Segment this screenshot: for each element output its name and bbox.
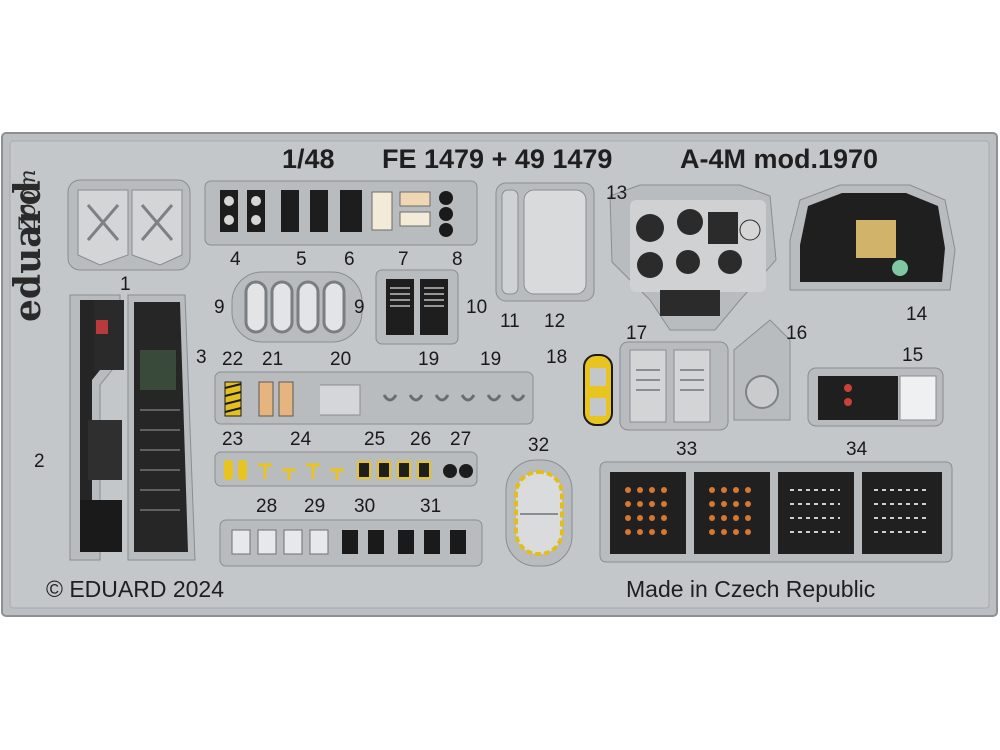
part-13-instrument-panel — [609, 184, 777, 331]
part-10-placards — [375, 269, 459, 345]
part-16-bracket — [733, 319, 791, 421]
part-number-4: 4 — [230, 249, 241, 270]
eduard-logo: eduard — [7, 180, 49, 322]
part-number-11: 11 — [500, 311, 520, 332]
part-number-10: 10 — [466, 297, 488, 318]
part-number-19-right: 19 — [480, 349, 502, 370]
part-number-5: 5 — [296, 249, 307, 270]
origin-text: Made in Czech Republic — [626, 576, 876, 602]
part-number-22: 22 — [222, 349, 244, 370]
part-number-31: 31 — [420, 496, 442, 517]
part-number-8: 8 — [452, 249, 463, 270]
part-number-28: 28 — [256, 496, 278, 517]
part-number-6: 6 — [344, 249, 355, 270]
part-number-34: 34 — [846, 439, 868, 460]
parts-4-8-instrument-strip — [204, 180, 478, 246]
parts-17-18-harness — [583, 341, 729, 431]
scale-label: 1/48 — [282, 144, 335, 174]
part-number-14: 14 — [906, 304, 928, 325]
part-number-17: 17 — [626, 323, 648, 344]
parts-11-12-seat-back — [495, 182, 595, 302]
copyright-text: © EDUARD 2024 — [46, 576, 225, 602]
part-32-ring — [505, 459, 573, 567]
part-number-24: 24 — [290, 429, 312, 450]
part-number-7: 7 — [398, 249, 409, 270]
part-15-small-panel — [807, 367, 944, 427]
part-number-33: 33 — [676, 439, 698, 460]
parts-19-22-strip — [214, 371, 534, 425]
part-number-27: 27 — [450, 429, 472, 450]
parts-33-34-cushions — [599, 461, 953, 563]
part-number-21: 21 — [262, 349, 284, 370]
part-number-20: 20 — [330, 349, 352, 370]
part-14-rear-panel — [789, 184, 956, 291]
part-number-26: 26 — [410, 429, 432, 450]
part-9-rings — [231, 271, 363, 343]
part-number-13: 13 — [606, 183, 628, 204]
part-number-29: 29 — [304, 496, 326, 517]
part-number-9-right: 9 — [354, 297, 365, 318]
part-number-3: 3 — [196, 347, 207, 368]
product-title: A-4M mod.1970 — [680, 144, 879, 174]
part-number-15: 15 — [902, 345, 924, 366]
part-2-3-side-consoles — [69, 294, 196, 561]
parts-23-27-strip — [214, 451, 478, 487]
part-number-9-left: 9 — [214, 297, 225, 318]
part-number-1: 1 — [120, 274, 131, 295]
product-code: FE 1479 + 49 1479 — [382, 144, 613, 174]
part-number-25: 25 — [364, 429, 386, 450]
parts-28-31-strip — [219, 519, 483, 567]
part-number-16: 16 — [786, 323, 808, 344]
part-number-12: 12 — [544, 311, 566, 332]
part-number-32: 32 — [528, 435, 550, 456]
part-number-23: 23 — [222, 429, 244, 450]
part-number-2: 2 — [34, 451, 45, 472]
part-number-19-left: 19 — [418, 349, 440, 370]
part-number-18: 18 — [546, 347, 568, 368]
part-1-brackets — [67, 179, 191, 271]
part-number-30: 30 — [354, 496, 376, 517]
